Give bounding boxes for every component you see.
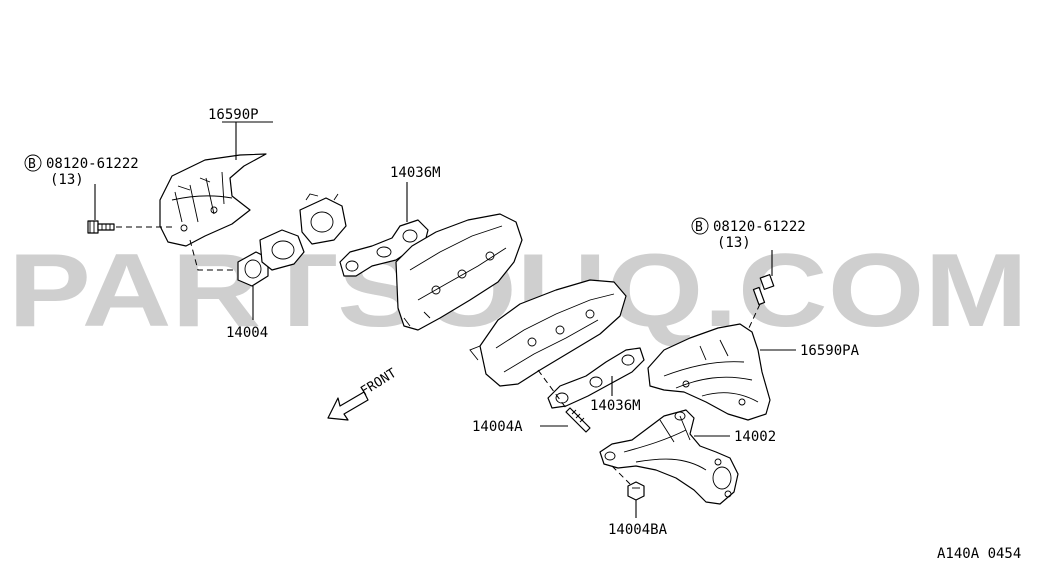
label-stud-left: 14004 (226, 325, 268, 341)
front-arrow-label: FRONT (358, 366, 399, 400)
nut-right-dash (611, 465, 631, 485)
label-manifold-right: 14002 (734, 429, 776, 445)
cylinder-head-right (469, 279, 627, 387)
bolt-right-leader (747, 303, 761, 331)
bolt-symbol-left: B (24, 154, 42, 172)
label-bolt-right-qty: (13) (717, 235, 751, 251)
label-stud-right: 14004A (472, 419, 523, 435)
label-bolt-right-code: 08120-61222 (713, 219, 806, 235)
stud-left-leader (189, 239, 236, 271)
nut-right (627, 481, 645, 501)
bolt-left (87, 220, 115, 234)
figure-code: A140A 0454 (937, 546, 1021, 562)
label-bolt-left-code: 08120-61222 (46, 156, 139, 172)
label-gasket-left: 14036M (390, 165, 441, 181)
gasket-right (547, 347, 645, 409)
heat-shield-left (159, 153, 267, 247)
bolt-symbol-left-text: B (28, 157, 36, 172)
exhaust-manifold-right (599, 409, 739, 505)
bolt-symbol-right-text: B (695, 220, 703, 235)
bolt-right (752, 274, 775, 306)
label-heat-shield-right: 16590PA (800, 343, 860, 359)
label-heat-shield-left: 16590P (208, 107, 259, 123)
cylinder-head-left (395, 213, 523, 331)
leader-lines (94, 121, 796, 518)
stud-right-dash (537, 369, 567, 409)
label-nut-right: 14004BA (608, 522, 668, 538)
exhaust-flange-left (237, 193, 347, 287)
heat-shield-right (647, 323, 771, 421)
label-gasket-right: 14036M (590, 398, 641, 414)
stud-right (565, 407, 591, 433)
bolt-symbol-right: B (691, 217, 709, 235)
label-bolt-left-qty: (13) (50, 172, 84, 188)
front-arrow: FRONT (327, 366, 399, 421)
